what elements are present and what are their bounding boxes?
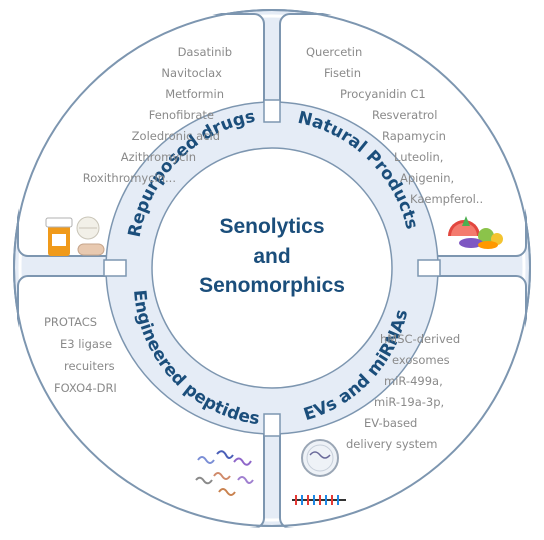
list-item: EV-based bbox=[364, 416, 417, 430]
list-item: Procyanidin C1 bbox=[340, 87, 426, 101]
list-item: Dasatinib bbox=[178, 45, 232, 59]
list-item: Resveratrol bbox=[372, 108, 437, 122]
pills-icon bbox=[45, 216, 105, 256]
list-item: Luteolin, bbox=[394, 150, 443, 164]
list-item: Rapamycin bbox=[382, 129, 446, 143]
list-item: PROTACS bbox=[44, 315, 97, 329]
list-item: Zoledronic acid bbox=[132, 129, 220, 143]
center-title-line3: Senomorphics bbox=[199, 274, 345, 297]
center-title-line1: Senolytics bbox=[219, 215, 324, 238]
list-item: Fenofibrate bbox=[149, 108, 214, 122]
list-item: miR-19a-3p, bbox=[374, 395, 444, 409]
list-item: Fisetin bbox=[324, 66, 361, 80]
list-item: FOXO4-DRI bbox=[54, 381, 117, 395]
outer-border bbox=[13, 9, 531, 527]
list-item: recuiters bbox=[64, 359, 115, 373]
list-item: Azithromycin bbox=[121, 150, 196, 164]
list-item: Metformin bbox=[165, 87, 224, 101]
peptides-icon bbox=[195, 450, 254, 496]
list-item: Navitoclax bbox=[161, 66, 222, 80]
list-item: Roxithromycin... bbox=[83, 171, 176, 185]
list-item: Kaempferol.. bbox=[410, 192, 483, 206]
exosome-mirna-icon bbox=[292, 439, 346, 505]
list-item: hMSC-derived bbox=[380, 332, 460, 346]
fruits-vegetables-icon bbox=[448, 216, 503, 249]
list-item: Apigenin, bbox=[400, 171, 454, 185]
band-dividers bbox=[103, 99, 441, 437]
list-item: E3 ligase bbox=[60, 337, 112, 351]
list-item: Quercetin bbox=[306, 45, 362, 59]
natural-products-list: Quercetin Fisetin Procyanidin C1 Resvera… bbox=[306, 45, 483, 206]
center-title-line2: and bbox=[253, 245, 290, 268]
label-band bbox=[106, 102, 438, 434]
evs-mirnas-list: hMSC-derived exosomes miR-499a, miR-19a-… bbox=[346, 332, 460, 451]
list-item: delivery system bbox=[346, 437, 437, 451]
list-item: miR-499a, bbox=[384, 374, 443, 388]
engineered-peptides-list: PROTACS E3 ligase recuiters FOXO4-DRI bbox=[44, 315, 117, 395]
repurposed-drugs-list: Dasatinib Navitoclax Metformin Fenofibra… bbox=[83, 45, 232, 185]
list-item: exosomes bbox=[392, 353, 450, 367]
